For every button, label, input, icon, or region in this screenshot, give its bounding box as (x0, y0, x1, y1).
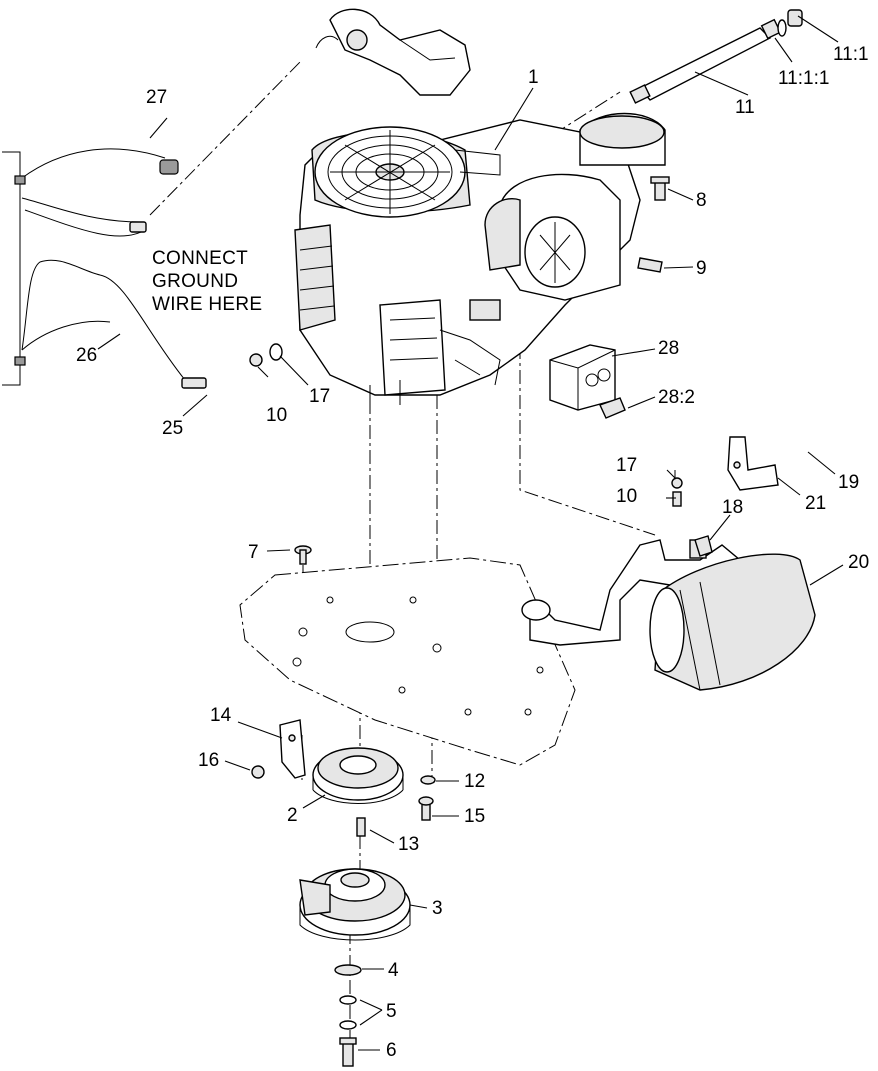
callout-9: 9 (696, 258, 707, 279)
clutch-assembly (299, 868, 411, 1067)
callout-20: 20 (848, 552, 870, 573)
fuel-regulator (315, 8, 471, 96)
heat-shield-block (549, 344, 626, 419)
callout-11-1-1: 11:1:1 (778, 68, 830, 89)
callout-2: 2 (287, 805, 298, 826)
small-hardware (249, 176, 683, 507)
callout-18: 18 (722, 497, 744, 518)
callout-17b: 17 (616, 455, 638, 476)
callout-5: 5 (386, 1001, 397, 1022)
callout-15: 15 (464, 806, 486, 827)
callout-21: 21 (805, 493, 827, 514)
callout-13: 13 (398, 834, 420, 855)
callout-26: 26 (76, 345, 98, 366)
callout-11: 11 (735, 97, 755, 118)
callout-17a: 17 (309, 386, 331, 407)
callout-28: 28 (658, 338, 680, 359)
callout-10b: 10 (616, 486, 638, 507)
wire-harness (2, 148, 207, 389)
pulley-assembly (251, 719, 436, 837)
callout-3: 3 (432, 898, 443, 919)
engine-deck-plate (239, 557, 576, 766)
callout-6: 6 (386, 1040, 397, 1061)
callout-14: 14 (210, 705, 232, 726)
callout-1: 1 (528, 67, 539, 88)
engine (294, 112, 666, 405)
muffler (521, 436, 816, 691)
fuel-hose (629, 9, 803, 104)
callout-8: 8 (696, 190, 707, 211)
callout-4: 4 (388, 960, 399, 981)
callout-11-1: 11:1 (833, 44, 869, 65)
note-line-2: GROUND (152, 271, 239, 292)
callout-25: 25 (162, 418, 184, 439)
callout-27: 27 (146, 87, 168, 108)
callout-10a: 10 (266, 405, 288, 426)
leader-lines (97, 15, 844, 1051)
part-7-pin (294, 545, 312, 565)
callout-16: 16 (198, 750, 220, 771)
callout-7: 7 (248, 542, 259, 563)
callout-28-2: 28:2 (658, 387, 695, 408)
callout-12: 12 (464, 771, 486, 792)
callout-19: 19 (838, 472, 860, 493)
part-18-clamp (694, 535, 713, 557)
note-line-3: WIRE HERE (152, 294, 263, 315)
note-line-1: CONNECT (152, 248, 249, 269)
ground-wire-note: CONNECT GROUND WIRE HERE (152, 247, 262, 316)
